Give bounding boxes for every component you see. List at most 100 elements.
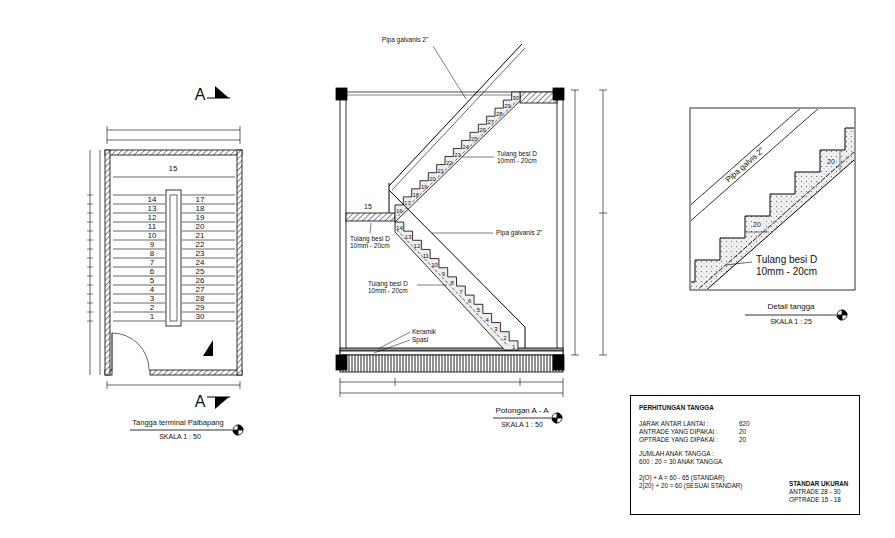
step-number: 23 xyxy=(454,151,460,158)
step-number: 23 xyxy=(196,249,205,258)
step-number: 24 xyxy=(196,258,205,267)
dimension: 20 xyxy=(826,158,836,166)
dimension-tick xyxy=(87,222,93,223)
step-number: 27 xyxy=(196,285,205,294)
tread-line xyxy=(182,231,235,232)
tread-line xyxy=(113,312,165,313)
step-number: 8 xyxy=(450,280,453,287)
table-text: 20 xyxy=(739,428,746,435)
tread-line xyxy=(182,240,235,241)
tread-line xyxy=(113,267,165,268)
step-number: 1 xyxy=(150,312,154,321)
step-number: 22 xyxy=(446,159,452,166)
dimension-tick xyxy=(87,213,93,214)
step-number: 25 xyxy=(196,267,205,276)
step-number: 20 xyxy=(429,176,435,183)
tread-line xyxy=(182,249,235,250)
step-number: 2 xyxy=(503,334,506,341)
step-number: 14 xyxy=(396,225,403,232)
callout: Tulang besi D 10mm - 20cm xyxy=(756,254,838,277)
step-number: 29 xyxy=(504,103,510,110)
step-number: 30 xyxy=(513,95,519,102)
dimension-tick xyxy=(87,195,93,196)
table-text: 2(O) + A = 60 - 65 (STANDAR) xyxy=(639,474,725,481)
dimension-tick xyxy=(87,276,93,277)
step-number: 11 xyxy=(423,252,429,259)
table-text: OPTRADE YANG DIPAKAI : xyxy=(639,436,718,443)
step-number: 8 xyxy=(150,249,154,258)
dimension-tick xyxy=(87,312,93,313)
step-number: 19 xyxy=(421,184,427,191)
callout: Tulang besi D 10mm - 20cm xyxy=(368,280,416,295)
step-number: 25 xyxy=(471,135,477,142)
step-number: 7 xyxy=(459,289,462,296)
table-text: 620 xyxy=(739,420,750,427)
drawing-title: Detail tangga xyxy=(767,302,814,311)
tread-line xyxy=(182,195,235,196)
section-marker: A xyxy=(195,393,206,411)
tread-line xyxy=(182,303,235,304)
tread-line xyxy=(113,285,165,286)
step-number: 2 xyxy=(150,303,154,312)
tread-line xyxy=(182,294,235,295)
step-number: 21 xyxy=(196,231,205,240)
dimension-tick xyxy=(87,258,93,259)
step-number: 13 xyxy=(148,204,157,213)
step-number: 6 xyxy=(150,267,154,276)
tread-line xyxy=(182,321,235,322)
callout: Keramik xyxy=(412,328,436,335)
dimension-tick xyxy=(87,303,93,304)
callout: Tulang besi D 10mm - 20cm xyxy=(497,150,555,165)
plan xyxy=(87,86,242,409)
table-heading: STANDAR UKURAN xyxy=(789,480,848,487)
step-number: 9 xyxy=(150,240,154,249)
step-number: 3 xyxy=(494,325,497,332)
lower-flight xyxy=(395,222,518,350)
tread-line xyxy=(113,294,165,295)
tread-line xyxy=(113,231,165,232)
dimension-tick xyxy=(87,267,93,268)
tread-line xyxy=(113,276,165,277)
scale-note: SKALA 1 : 25 xyxy=(770,318,812,326)
callout: Tulang besi D 10mm - 20cm xyxy=(350,235,400,250)
tread-line xyxy=(182,285,235,286)
table-text: OPTRADE 15 - 18 xyxy=(789,496,841,503)
step-number: 10 xyxy=(431,261,438,268)
table-text: JUMLAH ANAK TANGGA : xyxy=(639,450,714,457)
rebar xyxy=(397,230,508,346)
dimension-tick xyxy=(87,240,93,241)
drawing-title: Potongan A - A xyxy=(496,406,549,415)
tread-line xyxy=(182,258,235,259)
tread-line xyxy=(182,276,235,277)
dimension-tick xyxy=(87,321,93,322)
tread-line xyxy=(113,195,165,196)
tread-line xyxy=(113,222,165,223)
tread-line xyxy=(113,204,165,205)
scale-note: SKALA 1 : 50 xyxy=(159,433,201,441)
tread-line xyxy=(182,222,235,223)
step-number: 15 xyxy=(169,164,178,173)
step-number: 29 xyxy=(196,303,205,312)
tread-line xyxy=(182,267,235,268)
step-number: 18 xyxy=(196,204,205,213)
callout: Pipa galvanis 2" xyxy=(496,229,542,236)
tread-line xyxy=(113,303,165,304)
slab-soffit xyxy=(691,120,854,289)
step-number: 4 xyxy=(150,285,154,294)
table-text: 2(20) + 20 = 60 (SESUAI STANDAR) xyxy=(639,482,742,489)
section xyxy=(336,44,607,397)
scale-note: SKALA 1 : 50 xyxy=(501,421,543,429)
dimension-tick xyxy=(87,285,93,286)
step-number: 13 xyxy=(405,234,412,241)
step-number: 5 xyxy=(150,276,154,285)
tread-line xyxy=(182,312,235,313)
rebar xyxy=(691,112,854,289)
step-number: 7 xyxy=(150,258,154,267)
drawing-title: Tangga terminal Palbapang xyxy=(132,419,223,428)
tread-line xyxy=(113,240,165,241)
step-number: 30 xyxy=(196,312,205,321)
pipe-line xyxy=(691,109,854,223)
step-number: 11 xyxy=(148,222,156,231)
step-profile xyxy=(691,109,854,282)
step-number: 21 xyxy=(438,167,444,174)
